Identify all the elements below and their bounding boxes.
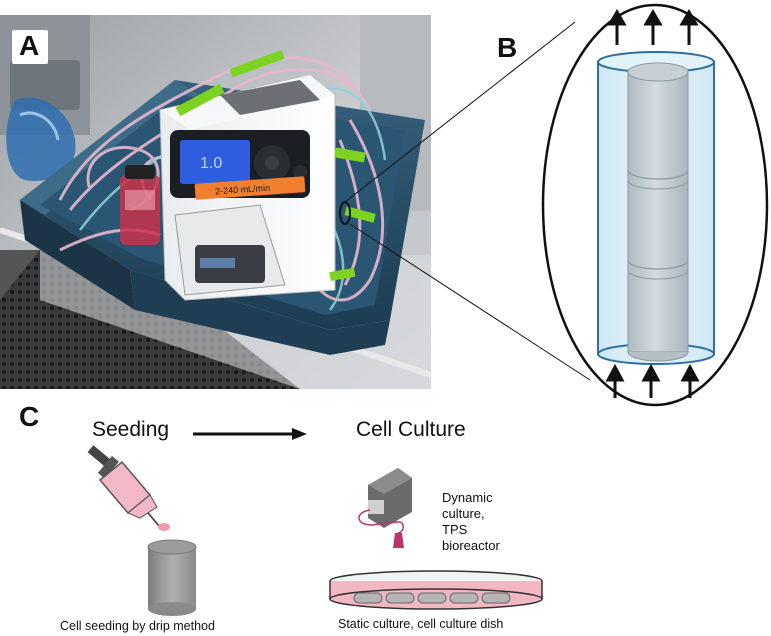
dynamic-label-line2: culture, (442, 506, 485, 521)
panel-a-label: A (19, 30, 40, 61)
svg-text:1.0: 1.0 (200, 155, 222, 172)
seeding-caption: Cell seeding by drip method (60, 619, 215, 633)
dynamic-label-line1: Dynamic (442, 490, 493, 505)
panel-a-box (12, 30, 48, 64)
static-culture-caption: Static culture, cell culture dish (338, 617, 504, 631)
panel-c-label: C (19, 401, 40, 432)
dynamic-culture-label: Dynamic culture, TPS bioreactor (442, 490, 500, 554)
dynamic-label-line4: bioreactor (442, 538, 500, 553)
panel-b-label: B (497, 32, 518, 63)
seeding-title: Seeding (92, 418, 170, 441)
pump-icon (358, 468, 412, 548)
cell-culture-title: Cell Culture (356, 418, 466, 441)
syringe-icon (87, 445, 170, 531)
svg-text:2-240 mL/min: 2-240 mL/min (215, 183, 271, 197)
dynamic-label-line3: TPS (442, 522, 468, 537)
petri-dish-icon (329, 570, 543, 610)
